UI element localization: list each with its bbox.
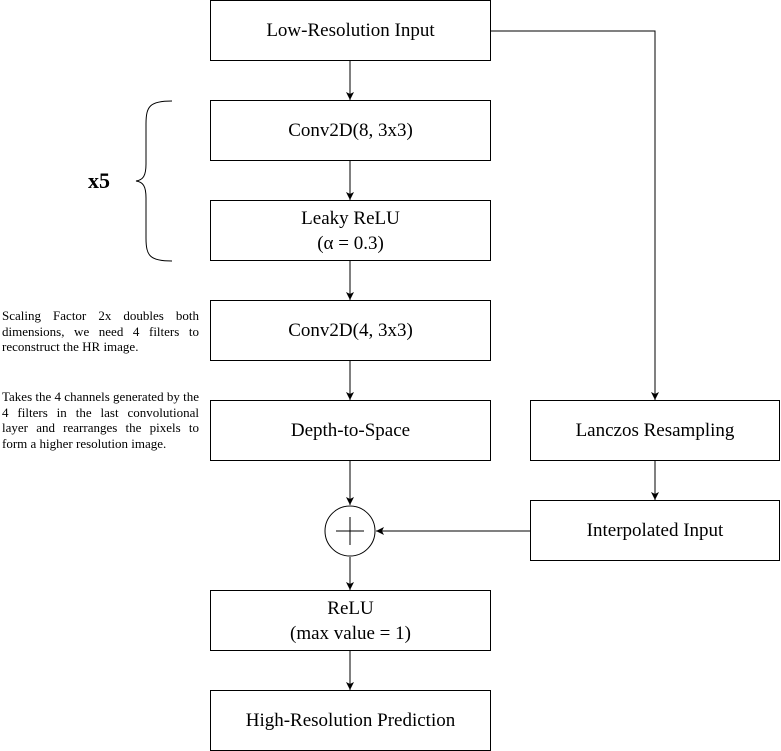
node-label: Conv2D(4, 3x3)	[288, 320, 413, 341]
high-resolution-prediction-node: High-Resolution Prediction	[210, 690, 491, 751]
repeat-count-label: x5	[88, 168, 110, 193]
node-label: Depth-to-Space	[290, 420, 411, 441]
low-resolution-input-node: Low-Resolution Input	[210, 0, 491, 61]
conv2d-4-node: Conv2D(4, 3x3)	[210, 300, 491, 361]
lanczos-resampling-node: Lanczos Resampling	[530, 400, 780, 461]
conv2d-8-node: Conv2D(8, 3x3)	[210, 100, 491, 161]
relu-node: ReLU (max value = 1)	[210, 590, 491, 651]
repeat-brace	[135, 100, 173, 262]
leaky-relu-node: Leaky ReLU (α = 0.3)	[210, 200, 491, 261]
node-label: Conv2D(8, 3x3)	[288, 120, 413, 141]
node-label: High-Resolution Prediction	[245, 710, 456, 731]
node-sublabel: (α = 0.3)	[317, 232, 384, 254]
node-label: Leaky ReLU	[301, 207, 400, 229]
interpolated-input-node: Interpolated Input	[530, 500, 780, 561]
depth-to-space-node: Depth-to-Space	[210, 400, 491, 461]
scaling-factor-note: Scaling Factor 2x doubles both dimension…	[2, 308, 199, 354]
node-label: Lanczos Resampling	[575, 420, 735, 441]
node-sublabel: (max value = 1)	[290, 622, 411, 644]
node-label: Low-Resolution Input	[266, 20, 435, 41]
arrow-input-to-lanczos	[491, 30, 659, 400]
add-operator	[324, 505, 376, 557]
depth-to-space-note: Takes the 4 channels generated by the 4 …	[2, 389, 199, 451]
node-label: ReLU	[327, 597, 374, 619]
node-label: Interpolated Input	[586, 520, 724, 541]
